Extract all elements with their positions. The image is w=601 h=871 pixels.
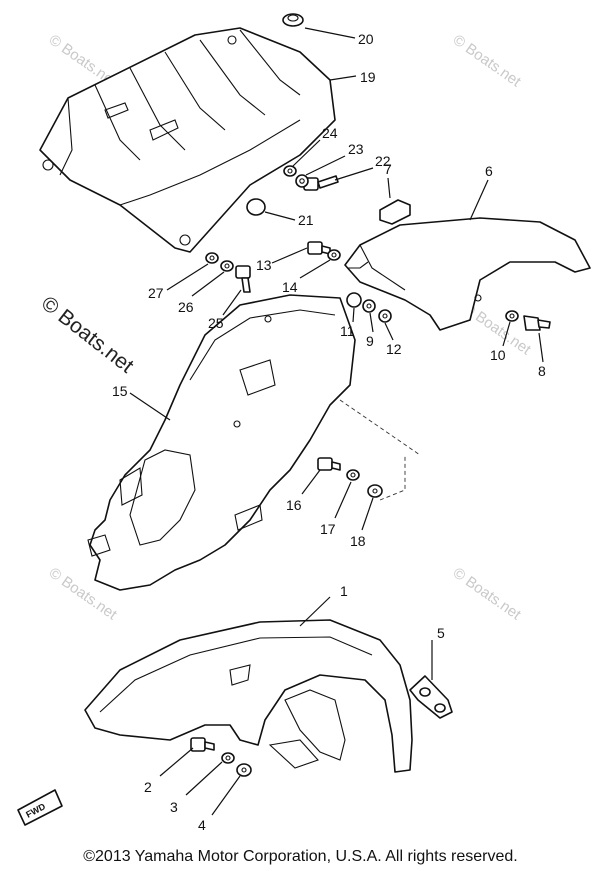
- parts-25-27-fasteners: [205, 252, 251, 293]
- parts-2-4-fasteners: [190, 737, 252, 777]
- part-21-damper: [246, 198, 266, 216]
- leader-lines: [129, 27, 544, 816]
- callout-7: 7: [384, 161, 392, 177]
- callout-14: 14: [282, 279, 298, 295]
- part-19-seat-cover: [39, 27, 336, 253]
- callout-1: 1: [340, 583, 348, 599]
- part-15-inner-fender: [87, 294, 356, 591]
- callout-5: 5: [437, 625, 445, 641]
- callout-18: 18: [350, 533, 366, 549]
- parts-16-18-fasteners: [317, 457, 383, 498]
- watermark-lower-right: © Boats.net: [450, 564, 525, 623]
- parts-13-14-fasteners: [307, 241, 341, 261]
- callout-6: 6: [485, 163, 493, 179]
- callout-2: 2: [144, 779, 152, 795]
- callout-24: 24: [322, 125, 338, 141]
- reference-line-lower: [379, 455, 406, 501]
- callout-22: 22: [375, 153, 391, 169]
- part-1-front-fender: [84, 619, 413, 773]
- callout-10: 10: [490, 347, 506, 363]
- callout-3: 3: [170, 799, 178, 815]
- callout-numbers: 20 19 24 23 22 7 6 21 27 26 25 13 14 11 …: [112, 31, 546, 833]
- callout-25: 25: [208, 315, 224, 331]
- callout-9: 9: [366, 333, 374, 349]
- part-7-clip: [379, 199, 411, 225]
- callout-13: 13: [256, 257, 272, 273]
- copyright-notice: ©2013 Yamaha Motor Corporation, U.S.A. A…: [83, 848, 518, 865]
- callout-19: 19: [360, 69, 376, 85]
- watermark-prominent: © Boats.net: [37, 292, 138, 378]
- callout-26: 26: [178, 299, 194, 315]
- part-20-grommet: [282, 13, 304, 27]
- reference-line-upper: [339, 399, 421, 456]
- part-6-rear-fender: [344, 217, 591, 331]
- callout-20: 20: [358, 31, 374, 47]
- parts-8-10-fasteners: [505, 310, 551, 331]
- callout-4: 4: [198, 817, 206, 833]
- parts-22-24-fasteners: [283, 165, 339, 191]
- callout-12: 12: [386, 341, 402, 357]
- callout-8: 8: [538, 363, 546, 379]
- callout-11: 11: [340, 323, 355, 339]
- callout-23: 23: [348, 141, 364, 157]
- callout-21: 21: [298, 212, 314, 228]
- callout-17: 17: [320, 521, 336, 537]
- callout-27: 27: [148, 285, 164, 301]
- parts-9-11-12-fasteners: [346, 292, 392, 323]
- callout-16: 16: [286, 497, 302, 513]
- callout-15: 15: [112, 383, 128, 399]
- part-5-bracket: [409, 675, 453, 719]
- fwd-direction-marker: FWD: [17, 789, 63, 826]
- watermark-top-right: © Boats.net: [450, 31, 525, 90]
